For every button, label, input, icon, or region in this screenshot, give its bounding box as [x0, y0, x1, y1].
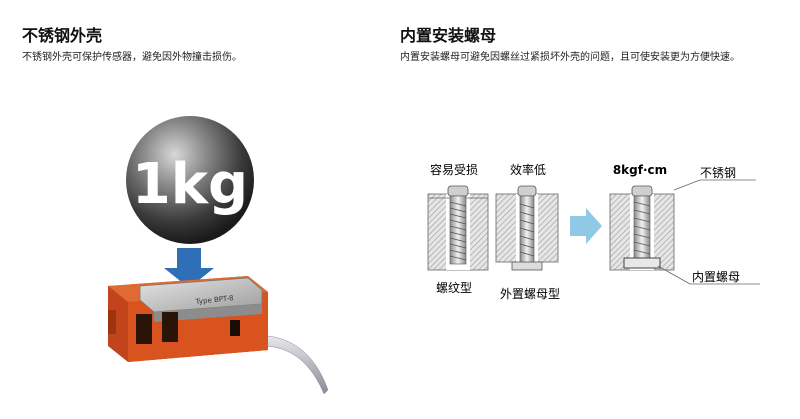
right-section-title: 内置安装螺母	[400, 26, 497, 45]
external-nut-panel	[495, 185, 559, 271]
label-easy-damage: 容易受损	[430, 162, 478, 177]
nut-comparison-diagram: 容易受损 效率低 8kgf·cm	[427, 162, 760, 301]
screw-type-panel	[427, 185, 489, 271]
label-low-efficiency: 效率低	[510, 162, 546, 177]
sensor-body: Type BPT-8	[108, 276, 268, 362]
left-section-title: 不锈钢外壳	[22, 26, 103, 45]
weight-ball: 1kg	[126, 116, 254, 244]
label-torque: 8kgf·cm	[613, 163, 667, 177]
label-screw-type: 螺纹型	[436, 281, 472, 295]
right-section-description: 内置安装螺母可避免因螺丝过紧损坏外壳的问题，且可使安装更为方便快速。	[400, 52, 740, 63]
comparison-arrow-icon	[570, 208, 602, 244]
label-stainless: 不锈钢	[700, 166, 736, 180]
internal-nut-panel	[609, 185, 675, 271]
weight-label: 1kg	[132, 152, 248, 217]
impact-arrow-icon	[164, 248, 214, 288]
label-internal-nut: 内置螺母	[692, 270, 740, 284]
sensor-cable	[265, 335, 329, 395]
label-external-nut: 外置螺母型	[500, 287, 560, 301]
left-section-description: 不锈钢外壳可保护传感器，避免因外物撞击损伤。	[22, 52, 242, 63]
impact-illustration: 1kg Type BPT-8	[108, 116, 329, 395]
